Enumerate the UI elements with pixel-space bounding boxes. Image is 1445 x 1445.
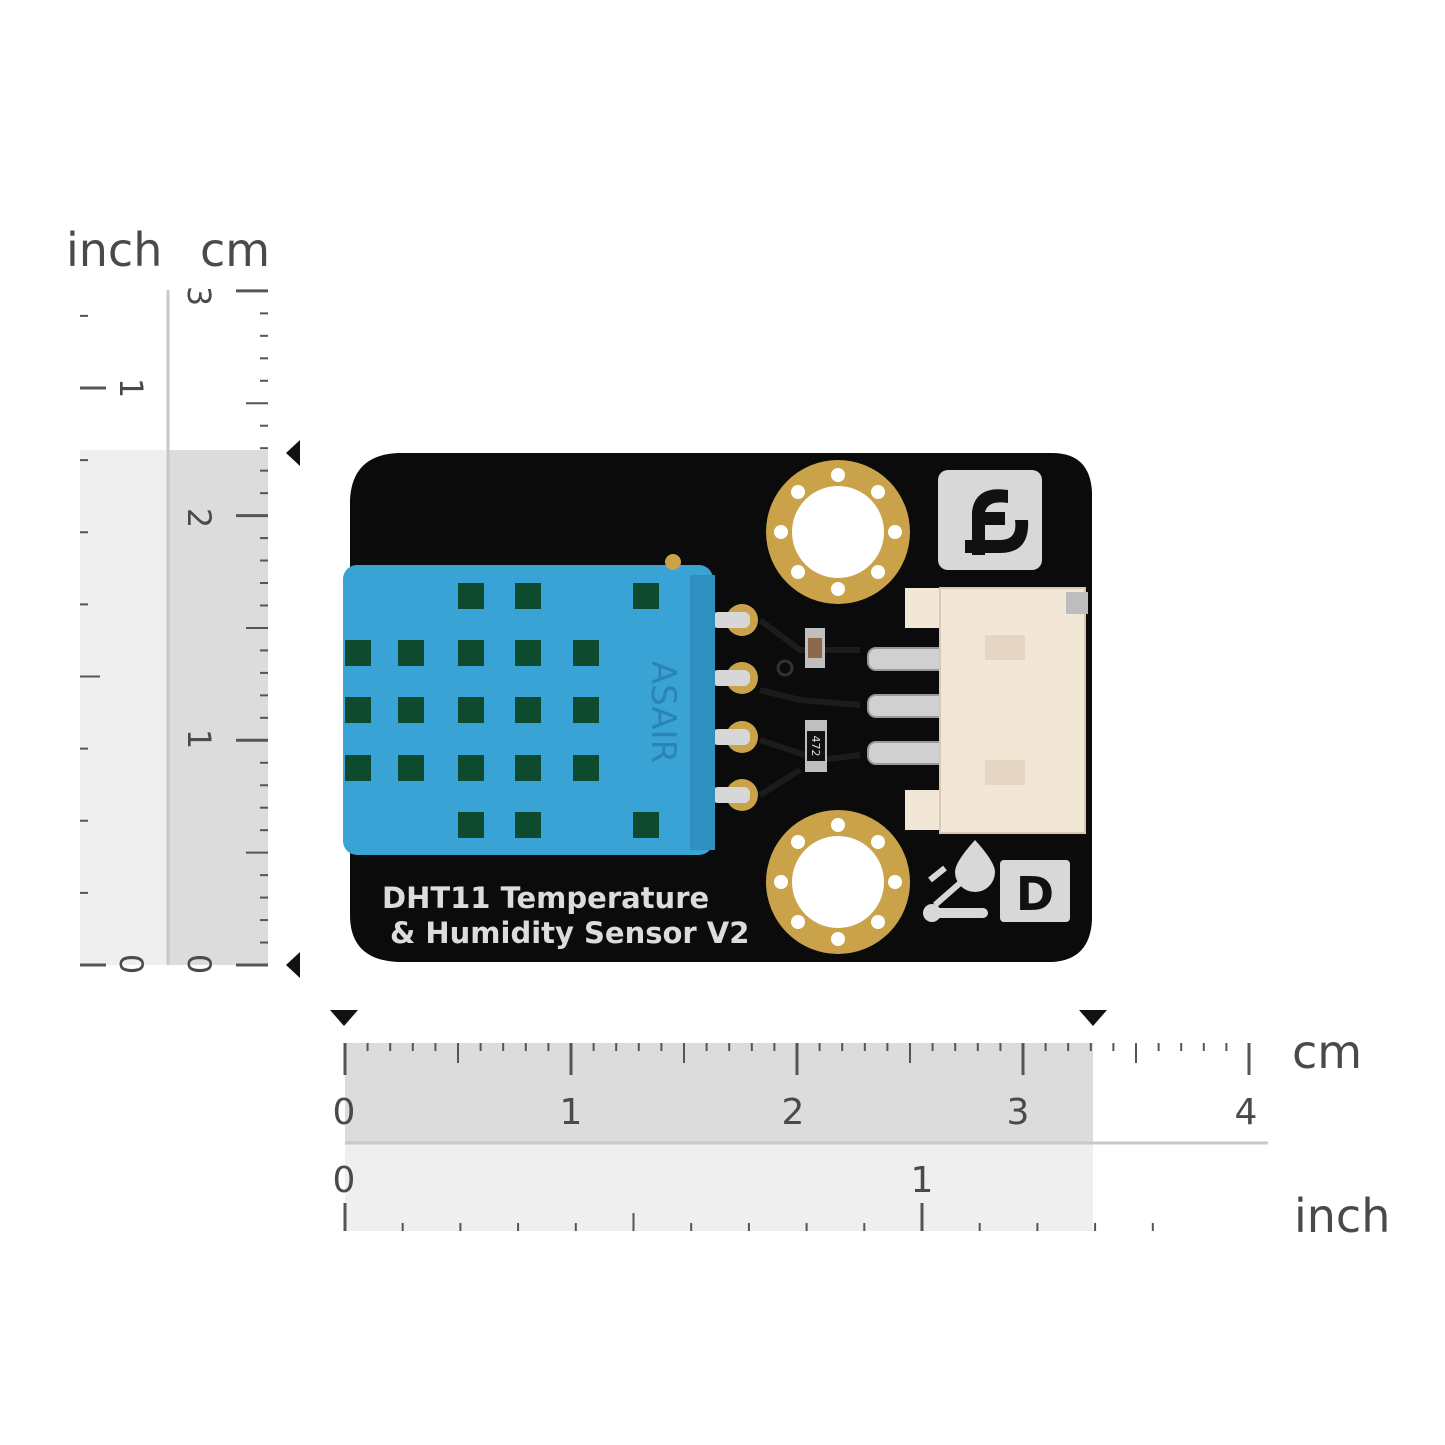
silkscreen-title-line1: DHT11 Temperature xyxy=(382,881,709,915)
h-ruler-cm-number: 3 xyxy=(1007,1092,1030,1133)
v-ruler-cm-label: cm xyxy=(200,223,270,277)
digital-badge: D xyxy=(1000,860,1070,922)
v-ruler-cm-fill xyxy=(168,450,268,965)
h-ruler-left-marker xyxy=(330,1010,358,1026)
via xyxy=(776,659,794,677)
v-ruler-inch-number: 0 xyxy=(112,954,150,974)
resistor-marking: 472 xyxy=(809,736,822,757)
h-ruler-cm-fill xyxy=(345,1043,1093,1143)
h-ruler-cm-number: 0 xyxy=(333,1092,356,1133)
v-ruler-inch-number: 1 xyxy=(112,378,150,398)
dht11-sensor: ASAIR xyxy=(343,554,715,855)
h-ruler-ticks xyxy=(343,1043,1251,1231)
jst-connector xyxy=(867,587,1088,834)
digital-badge-letter: D xyxy=(1016,867,1054,921)
v-ruler-ticks xyxy=(80,289,268,967)
v-ruler-inch-fill xyxy=(80,450,168,965)
smd-resistor: 472 xyxy=(805,720,827,772)
h-ruler-cm-number: 4 xyxy=(1235,1092,1258,1133)
h-ruler-cm-label: cm xyxy=(1292,1025,1362,1079)
sensor-pins xyxy=(712,604,758,811)
h-ruler-inch-number: 0 xyxy=(333,1160,356,1201)
mounting-hole-top xyxy=(766,460,910,604)
horizontal-ruler: 0 1 2 3 4 0 1 cm inch xyxy=(330,1010,1390,1243)
brand-logo xyxy=(938,470,1042,570)
sensor-marking: ASAIR xyxy=(643,661,683,763)
v-ruler-cm-number: 3 xyxy=(180,286,218,306)
h-ruler-inch-number: 1 xyxy=(911,1160,934,1201)
v-ruler-cm-number: 1 xyxy=(180,729,218,749)
v-ruler-bottom-marker xyxy=(286,952,300,978)
h-ruler-inch-label: inch xyxy=(1294,1189,1390,1243)
v-ruler-cm-number: 2 xyxy=(180,508,218,528)
v-ruler-cm-number: 0 xyxy=(180,954,218,974)
smd-capacitor xyxy=(805,628,825,668)
h-ruler-inch-fill xyxy=(345,1143,1093,1231)
thermometer-icon xyxy=(923,904,988,922)
mounting-hole-bottom xyxy=(766,810,910,954)
h-ruler-right-marker xyxy=(1079,1010,1107,1026)
h-ruler-cm-number: 2 xyxy=(782,1092,805,1133)
vertical-ruler: inch cm 0 1 2 3 0 1 xyxy=(66,223,300,978)
v-ruler-inch-label: inch xyxy=(66,223,162,277)
v-ruler-top-marker xyxy=(286,440,300,466)
h-ruler-cm-number: 1 xyxy=(560,1092,583,1133)
sensor-board: D A xyxy=(343,453,1092,962)
temperature-slash-icon xyxy=(928,865,977,908)
silkscreen-title-line2: & Humidity Sensor V2 xyxy=(390,916,749,950)
